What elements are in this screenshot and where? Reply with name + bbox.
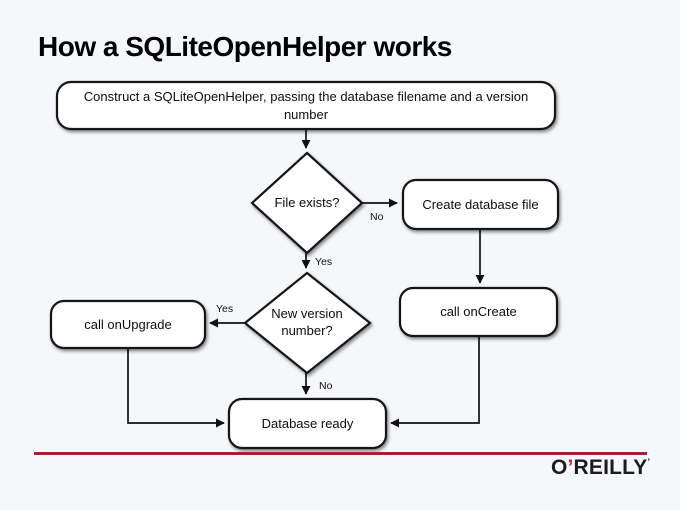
node-new-version-diamond [243,271,372,375]
red-divider-line [34,452,647,455]
node-call-oncreate-box [398,286,559,338]
edge-label-yes-new-version: Yes [216,303,234,315]
oreilly-logo: O’REILLY’ [551,457,650,478]
edge-label-no-new-version: No [319,380,333,392]
node-file-exists-diamond [250,151,364,255]
node-db-ready-box [227,397,388,450]
node-construct-label: Construct a SQLiteOpenHelper, passing th… [83,88,529,122]
edge-call-onupgrade-to-db-ready [127,348,225,428]
edge-label-no-file-exists: No [370,211,384,223]
node-create-db-label: Create database file [422,196,539,212]
node-create-db-box [401,178,560,231]
node-call-oncreate-label: call onCreate [440,304,517,320]
node-call-onupgrade-box [49,299,207,350]
node-db-ready-label: Database ready [261,415,354,431]
edge-label-yes-file-exists: Yes [315,256,333,268]
edge-call-oncreate-to-db-ready [390,336,480,428]
oreilly-trademark-mark: ’ [647,457,650,467]
node-new-version-label: New version number? [271,306,343,338]
node-call-onupgrade-label: call onUpgrade [84,316,172,332]
node-construct-box [55,80,557,131]
oreilly-logo-rest: REILLY [573,456,648,479]
oreilly-logo-apostrophe: ’ [567,456,574,479]
node-file-exists-label: File exists? [274,195,340,211]
oreilly-logo-o: O [550,456,568,479]
page-title: How a SQLiteOpenHelper works [38,31,452,62]
